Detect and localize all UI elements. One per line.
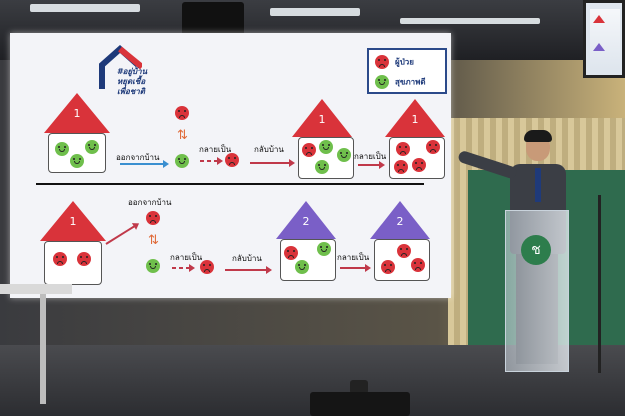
house-bottom-2: 2 bbox=[276, 201, 342, 285]
happy-face-icon bbox=[295, 260, 309, 274]
happy-face-icon bbox=[175, 154, 189, 168]
happy-face-icon bbox=[55, 142, 69, 156]
speaker bbox=[182, 2, 244, 38]
sad-face-icon bbox=[53, 252, 67, 266]
side-monitor bbox=[583, 0, 625, 78]
sad-face-icon bbox=[146, 211, 160, 225]
house-top-3: 1 bbox=[385, 99, 451, 183]
projection-screen: #อยู่บ้าน หยุดเชื้อ เพื่อชาติ ผู้ป่วย สุ… bbox=[10, 33, 451, 298]
swap-arrow-icon: ⇅ bbox=[148, 233, 159, 248]
arrow-right-icon bbox=[200, 157, 223, 165]
happy-face-icon bbox=[85, 140, 99, 154]
arrow-right-icon bbox=[358, 161, 385, 169]
campaign-logo-text: #อยู่บ้าน หยุดเชื้อ เพื่อชาติ bbox=[117, 67, 148, 96]
arrow-right-icon bbox=[340, 264, 371, 272]
happy-face-icon bbox=[375, 75, 389, 89]
sad-face-icon bbox=[381, 260, 395, 274]
row-divider bbox=[36, 183, 424, 185]
happy-face-icon bbox=[70, 154, 84, 168]
mic-stand bbox=[598, 195, 601, 373]
sad-face-icon bbox=[426, 140, 440, 154]
roof-icon bbox=[44, 93, 110, 133]
monitor-house-icon bbox=[593, 15, 605, 23]
legend-patient: ผู้ป่วย bbox=[375, 55, 414, 69]
legend: ผู้ป่วย สุขภาพดี bbox=[367, 48, 447, 94]
sad-face-icon bbox=[175, 106, 189, 120]
happy-face-icon bbox=[317, 242, 331, 256]
sad-face-icon bbox=[411, 258, 425, 272]
camera-lens bbox=[350, 380, 368, 394]
sad-face-icon bbox=[77, 252, 91, 266]
house-logo-icon bbox=[99, 45, 142, 89]
sad-face-icon bbox=[302, 143, 316, 157]
house-number: 1 bbox=[318, 113, 326, 126]
house-bottom-1: 1 bbox=[40, 201, 106, 291]
table-leg bbox=[40, 294, 46, 404]
sad-face-icon bbox=[375, 55, 389, 69]
sad-face-icon bbox=[200, 260, 214, 274]
house-top-1: 1 bbox=[44, 93, 110, 179]
ceiling-light bbox=[400, 18, 540, 24]
become-label: กลายเป็น bbox=[354, 152, 387, 161]
arrow-right-icon bbox=[172, 264, 195, 272]
house-number: 1 bbox=[411, 113, 419, 126]
happy-face-icon bbox=[146, 259, 160, 273]
legend-healthy: สุขภาพดี bbox=[375, 75, 426, 89]
sad-face-icon bbox=[397, 244, 411, 258]
sad-face-icon bbox=[284, 246, 298, 260]
monitor-house-icon bbox=[593, 43, 605, 51]
roof-icon bbox=[292, 99, 352, 137]
house-number: 2 bbox=[396, 215, 404, 228]
roof-icon bbox=[370, 201, 430, 239]
return-home-label: กลับบ้าน bbox=[232, 254, 262, 263]
arrow-right-icon bbox=[120, 160, 169, 168]
become-label: กลายเป็น bbox=[337, 253, 370, 262]
arrow-right-icon bbox=[105, 225, 136, 245]
leave-home-label: ออกจากบ้าน bbox=[128, 198, 172, 207]
ceiling-light bbox=[270, 8, 360, 16]
sad-face-icon bbox=[412, 158, 426, 172]
become-label: กลายเป็น bbox=[199, 145, 232, 154]
sad-face-icon bbox=[394, 160, 408, 174]
sad-face-icon bbox=[225, 153, 239, 167]
house-number: 1 bbox=[69, 215, 77, 228]
swap-arrow-icon: ⇅ bbox=[177, 128, 188, 143]
arrow-right-icon bbox=[250, 159, 295, 167]
become-label: กลายเป็น bbox=[170, 253, 203, 262]
return-home-label: กลับบ้าน bbox=[254, 145, 284, 154]
side-table bbox=[0, 284, 72, 294]
roof-icon bbox=[276, 201, 336, 239]
podium-logo-icon: ช bbox=[521, 235, 551, 265]
ceiling-light bbox=[30, 4, 140, 12]
arrow-right-icon bbox=[225, 266, 272, 274]
leave-home-label: ออกจากบ้าน bbox=[116, 153, 160, 162]
house-number: 1 bbox=[73, 107, 81, 120]
roof-icon bbox=[40, 201, 106, 241]
happy-face-icon bbox=[315, 160, 329, 174]
happy-face-icon bbox=[337, 148, 351, 162]
house-number: 2 bbox=[302, 215, 310, 228]
sad-face-icon bbox=[396, 142, 410, 156]
camera-icon bbox=[310, 392, 410, 416]
happy-face-icon bbox=[319, 140, 333, 154]
roof-icon bbox=[385, 99, 445, 137]
house-top-2: 1 bbox=[292, 99, 358, 183]
house-bottom-3: 2 bbox=[370, 201, 436, 285]
